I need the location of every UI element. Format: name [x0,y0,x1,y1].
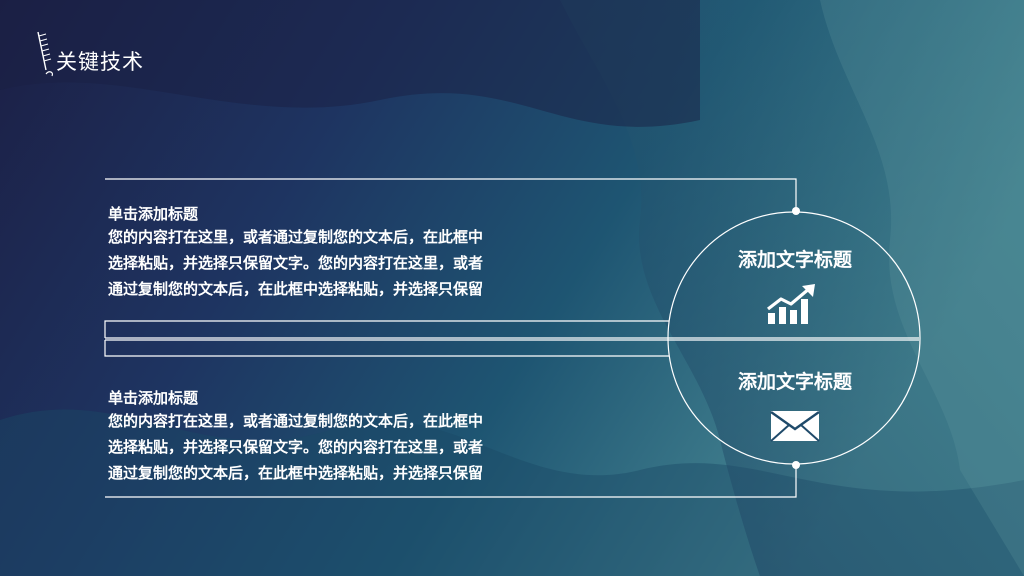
text-block-1[interactable]: 单击添加标题 您的内容打在这里，或者通过复制您的文本后，在此框中选择粘贴，并选择… [108,206,493,302]
block-2-heading: 单击添加标题 [108,389,199,407]
envelope-icon [770,411,820,442]
circle-bottom-title[interactable]: 添加文字标题 [737,371,852,393]
pencil-icon [37,31,54,77]
block-1-body: 您的内容打在这里，或者通过复制您的文本后，在此框中选择粘贴，并选择只保留文字。您… [108,228,484,298]
growth-chart-icon [767,284,815,324]
block-1-heading: 单击添加标题 [108,205,199,223]
page-title: 关键技术 [56,50,144,74]
text-block-2[interactable]: 单击添加标题 您的内容打在这里，或者通过复制您的文本后，在此框中选择粘贴，并选择… [108,390,493,486]
circle-top-title[interactable]: 添加文字标题 [737,249,852,271]
block-2-body: 您的内容打在这里，或者通过复制您的文本后，在此框中选择粘贴，并选择只保留文字。您… [108,412,484,482]
